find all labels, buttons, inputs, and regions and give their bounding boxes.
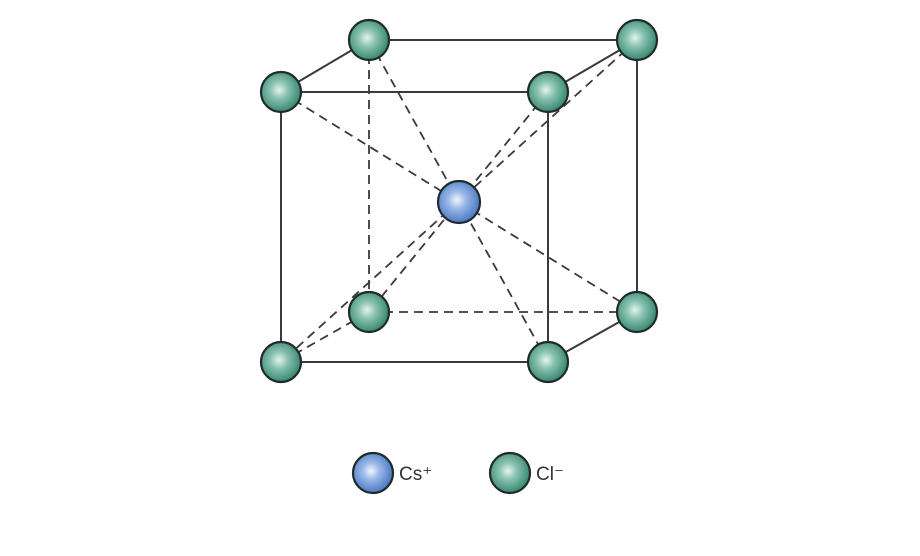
anion-atom-front-top-right: [526, 70, 570, 114]
anion-atom-front-bottom-right: [526, 340, 570, 384]
cation-atom-center: [436, 179, 482, 225]
anion-atom-back-bottom-left: [347, 290, 391, 334]
anion-atom-back-top-left: [347, 18, 391, 62]
anion-atom-back-top-right: [615, 18, 659, 62]
legend-anion-label: Cl⁻: [536, 464, 564, 485]
anion-atom-front-bottom-left: [259, 340, 303, 384]
legend-anion-swatch: [488, 451, 532, 495]
anion-atom-front-top-left: [259, 70, 303, 114]
anion-atom-back-bottom-right: [615, 290, 659, 334]
legend-cation-label: Cs⁺: [399, 464, 432, 485]
diagonal-1: [280, 91, 638, 313]
legend-cation-swatch: [351, 451, 395, 495]
legend: Cs⁺ Cl⁻: [351, 451, 564, 495]
